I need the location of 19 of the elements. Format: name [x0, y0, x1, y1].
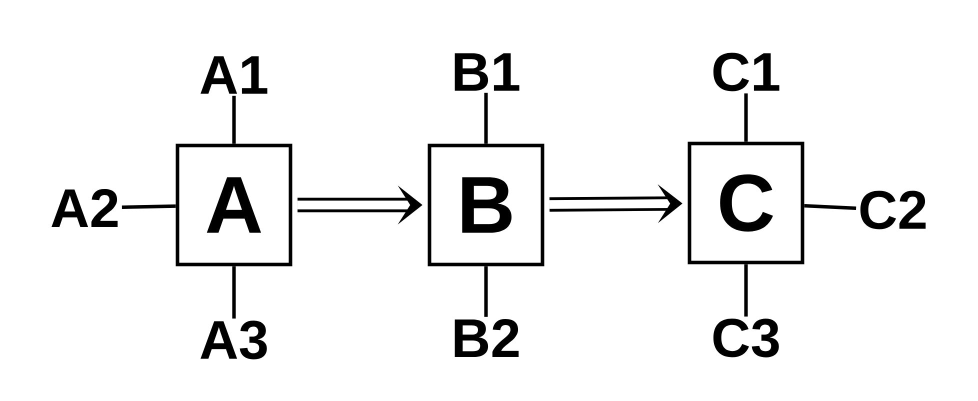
connector-line	[484, 92, 488, 144]
connector-line	[744, 93, 748, 142]
connector-line	[744, 264, 748, 317]
node-label: A3	[200, 320, 267, 360]
connector-line	[804, 204, 856, 210]
node-label: C2	[860, 190, 926, 230]
node-label: C3	[713, 318, 779, 358]
node-label: B2	[454, 318, 519, 358]
connector-line	[484, 266, 488, 317]
process-box: A	[176, 144, 292, 266]
connector-line	[232, 266, 236, 319]
connector-line	[232, 96, 236, 144]
connector-line	[122, 204, 176, 210]
node-label: C1	[713, 52, 780, 92]
node-label: A2	[52, 188, 118, 228]
process-box: B	[428, 144, 544, 266]
node-label: B1	[454, 53, 520, 91]
process-box: C	[688, 142, 804, 264]
node-label: A1	[200, 56, 268, 94]
